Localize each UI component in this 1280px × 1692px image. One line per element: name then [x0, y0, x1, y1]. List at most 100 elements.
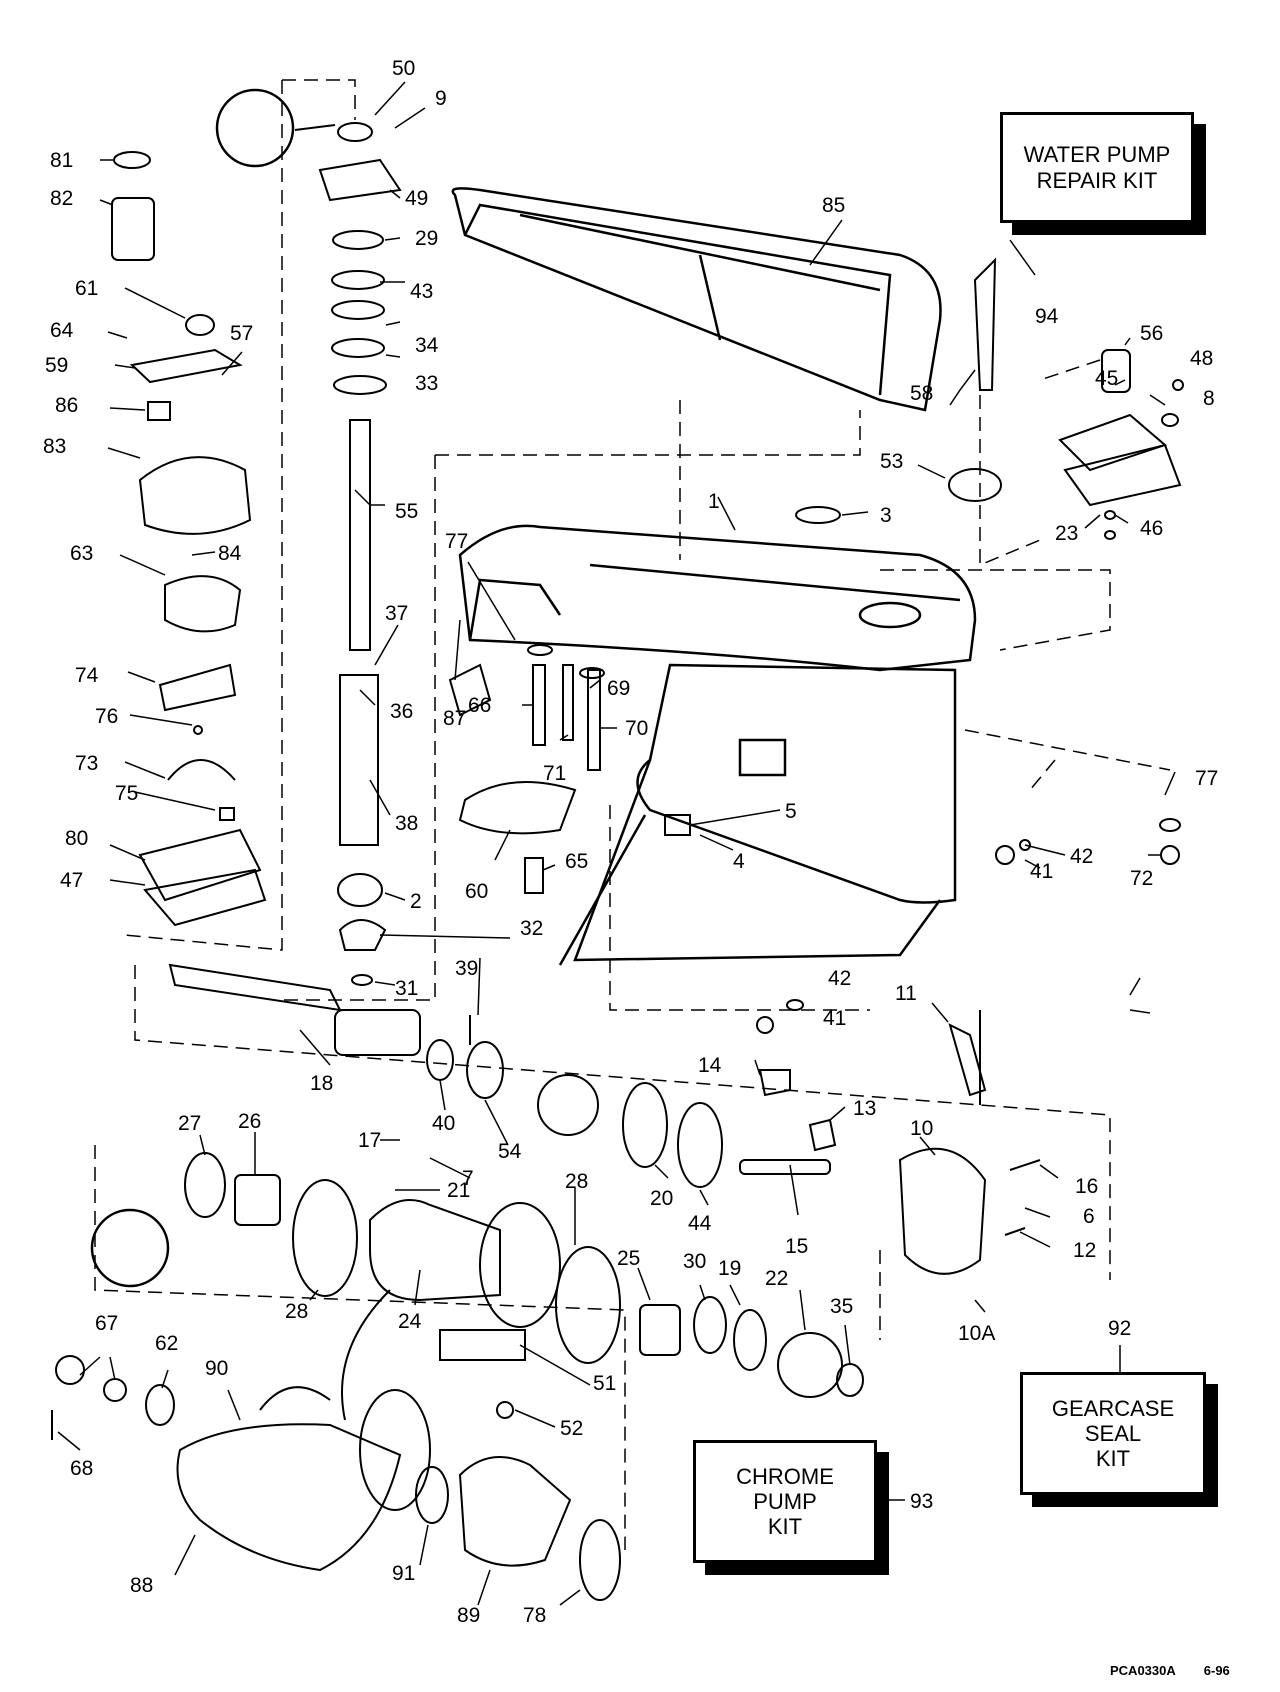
- callout-4: 4: [733, 850, 745, 873]
- callout-62: 62: [155, 1332, 178, 1355]
- callout-82: 82: [50, 187, 73, 210]
- callout-52: 52: [560, 1417, 583, 1440]
- callout-66: 66: [468, 694, 491, 717]
- callout-56: 56: [1140, 322, 1163, 345]
- propeller-shaft-assembly: [168, 963, 1041, 1275]
- callout-25: 25: [617, 1247, 640, 1270]
- callout-48: 48: [1190, 347, 1213, 370]
- callout-69: 69: [607, 677, 630, 700]
- callout-93: 93: [910, 1490, 933, 1513]
- callout-44: 44: [688, 1212, 712, 1235]
- callout-46: 46: [1140, 517, 1163, 540]
- callout-60: 60: [465, 880, 488, 903]
- callout-16: 16: [1075, 1175, 1098, 1198]
- drive-shaft-assembly: [318, 122, 402, 986]
- callout-35: 35: [830, 1295, 853, 1318]
- leader-lines: [57, 81, 1176, 1606]
- callout-33: 33: [415, 372, 438, 395]
- gearcase-housing: [458, 524, 977, 966]
- callout-45: 45: [1095, 367, 1118, 390]
- callout-61: 61: [75, 277, 98, 300]
- callout-63: 63: [70, 542, 93, 565]
- callout-24: 24: [398, 1310, 422, 1333]
- callout-74: 74: [75, 664, 99, 687]
- exhaust-cover: [451, 187, 942, 412]
- group-boundary-lines: [94, 79, 1171, 1550]
- callout-41: 41: [1030, 860, 1053, 883]
- callout-91: 91: [392, 1562, 415, 1585]
- chrome-pump-kit-box: CHROME PUMP KIT: [693, 1440, 877, 1563]
- callout-9: 9: [435, 87, 447, 110]
- callout-10A: 10A: [958, 1322, 995, 1345]
- callout-50: 50: [392, 57, 415, 80]
- callout-40: 40: [432, 1112, 455, 1135]
- callout-28: 28: [565, 1170, 588, 1193]
- callout-54: 54: [498, 1140, 522, 1163]
- callout-64: 64: [50, 319, 74, 342]
- callout-6: 6: [1083, 1205, 1095, 1228]
- callout-76: 76: [95, 705, 118, 728]
- callout-49: 49: [405, 187, 428, 210]
- callout-87: 87: [443, 707, 466, 730]
- callout-57: 57: [230, 322, 253, 345]
- callout-81: 81: [50, 149, 73, 172]
- callout-51: 51: [593, 1372, 616, 1395]
- callout-71: 71: [543, 762, 566, 785]
- gearcase-seal-kit-box: GEARCASE SEAL KIT: [1020, 1372, 1206, 1495]
- callout-94: 94: [1035, 305, 1059, 328]
- callout-92: 92: [1108, 1317, 1131, 1340]
- drawing-code: PCA0330A: [1110, 1663, 1176, 1678]
- callout-73: 73: [75, 752, 98, 775]
- callout-41b: 41: [823, 1007, 846, 1030]
- callout-37: 37: [385, 602, 408, 625]
- callout-10: 10: [910, 1117, 933, 1140]
- callout-32: 32: [520, 917, 543, 940]
- callout-1: 1: [708, 490, 720, 513]
- callout-31: 31: [395, 977, 418, 1000]
- callout-30: 30: [683, 1250, 706, 1273]
- callout-88: 88: [130, 1574, 153, 1597]
- callout-27: 27: [178, 1112, 201, 1135]
- callout-36: 36: [390, 700, 413, 723]
- callout-39: 39: [455, 957, 478, 980]
- callout-12: 12: [1073, 1239, 1096, 1262]
- callout-47: 47: [60, 869, 83, 892]
- callout-83: 83: [43, 435, 66, 458]
- callout-58: 58: [910, 382, 933, 405]
- callout-75: 75: [115, 782, 138, 805]
- callout-28b: 28: [285, 1300, 308, 1323]
- callout-23: 23: [1055, 522, 1078, 545]
- callout-21: 21: [447, 1179, 470, 1202]
- callout-84: 84: [218, 542, 242, 565]
- callout-65: 65: [565, 850, 588, 873]
- callout-14: 14: [698, 1054, 722, 1077]
- callout-42: 42: [1070, 845, 1093, 868]
- callout-70: 70: [625, 717, 648, 740]
- callout-8: 8: [1203, 387, 1215, 410]
- callout-11: 11: [895, 982, 917, 1005]
- callout-19: 19: [718, 1257, 741, 1280]
- callout-72: 72: [1130, 867, 1153, 890]
- callout-34: 34: [415, 334, 439, 357]
- callout-17: 17: [358, 1129, 381, 1152]
- callout-86: 86: [55, 394, 78, 417]
- callout-43: 43: [410, 280, 433, 303]
- right-side-parts: [448, 257, 1184, 1097]
- water-pump-repair-kit-box: WATER PUMP REPAIR KIT: [1000, 112, 1194, 223]
- callout-29: 29: [415, 227, 438, 250]
- callout-5: 5: [785, 800, 797, 823]
- water-pump-stack: [111, 88, 336, 927]
- callout-15: 15: [785, 1235, 808, 1258]
- callout-2: 2: [410, 890, 422, 913]
- callout-55: 55: [395, 500, 418, 523]
- callout-7: 7: [462, 1167, 474, 1190]
- callout-77b: 77: [1195, 767, 1218, 790]
- callout-22: 22: [765, 1267, 788, 1290]
- callout-13: 13: [853, 1097, 876, 1120]
- callout-3: 3: [880, 504, 892, 527]
- callout-59: 59: [45, 354, 68, 377]
- callout-90: 90: [205, 1357, 228, 1380]
